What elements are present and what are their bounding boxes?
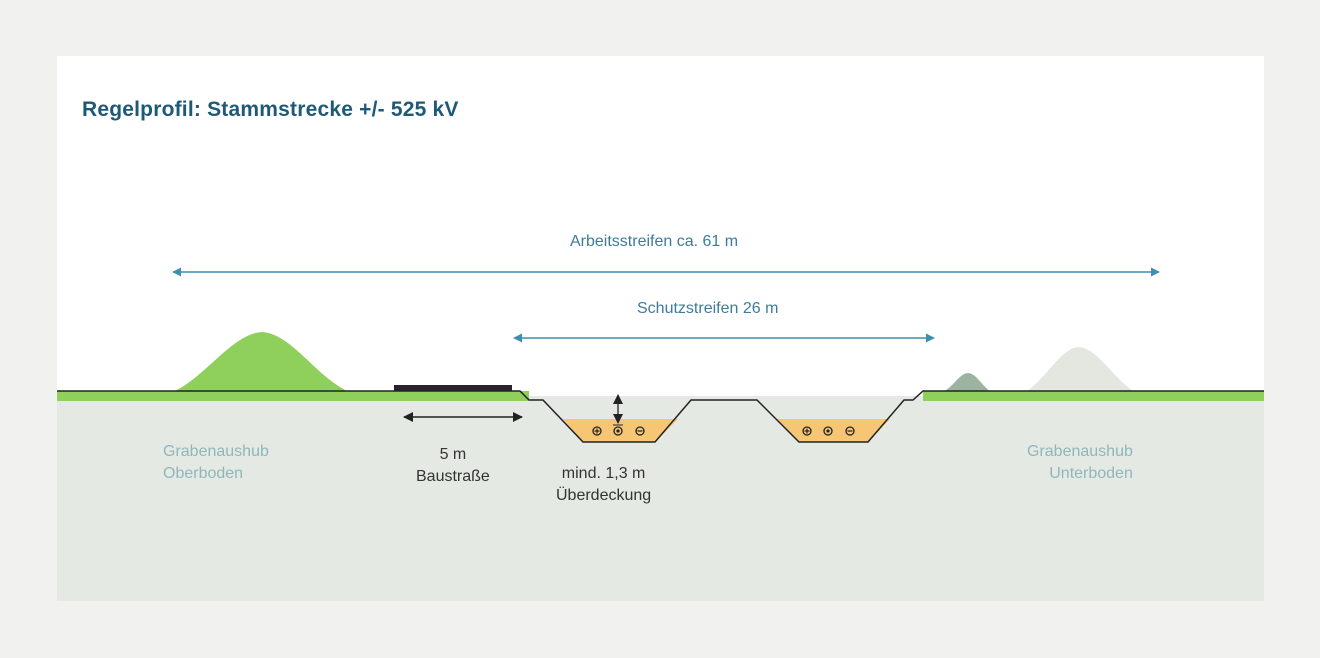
cross-section-diagram [57,267,1264,443]
road-name-label: Baustraße [416,468,490,485]
topsoil-caption-line2: Oberboden [163,465,244,482]
road-width-label: 5 m [439,446,467,463]
terrain-profile [57,390,1264,443]
minus-cable-icon [635,426,645,436]
protect-strip-label: Schutzstreifen 26 m [637,300,779,317]
plus-cable-icon [802,426,812,436]
topsoil-pile [173,332,349,392]
work-strip-label: Arbeitsstreifen ca. 61 m [570,233,739,250]
neutral-cable-icon [823,426,833,436]
road-caption: 5 m Baustraße [416,444,490,488]
plus-cable-icon [592,426,602,436]
topsoil-caption-line1: Grabenaushub [163,443,269,460]
subsoil-caption-line1: Grabenaushub [1027,443,1133,460]
trench-sand-right [777,419,890,442]
cover-caption: mind. 1,3 m Überdeckung [556,463,651,507]
neutral-cable-icon [613,426,623,436]
subsoil-caption: Grabenaushub Unterboden [1027,441,1133,485]
minus-cable-icon [845,426,855,436]
subsoil-pile-dark [943,373,991,392]
grass-strip-right [923,391,1264,401]
subsoil-caption-line2: Unterboden [1049,465,1133,482]
cover-name-label: Überdeckung [556,487,652,504]
diagram-card: Regelprofil: Stammstrecke +/- 525 kV Arb… [57,56,1264,601]
page-title: Regelprofil: Stammstrecke +/- 525 kV [82,98,459,121]
cover-depth-label: mind. 1,3 m [561,465,646,482]
subsoil-pile [1025,347,1135,392]
grass-strip-left [57,391,529,401]
construction-road [394,385,512,391]
topsoil-caption: Grabenaushub Oberboden [163,441,269,485]
